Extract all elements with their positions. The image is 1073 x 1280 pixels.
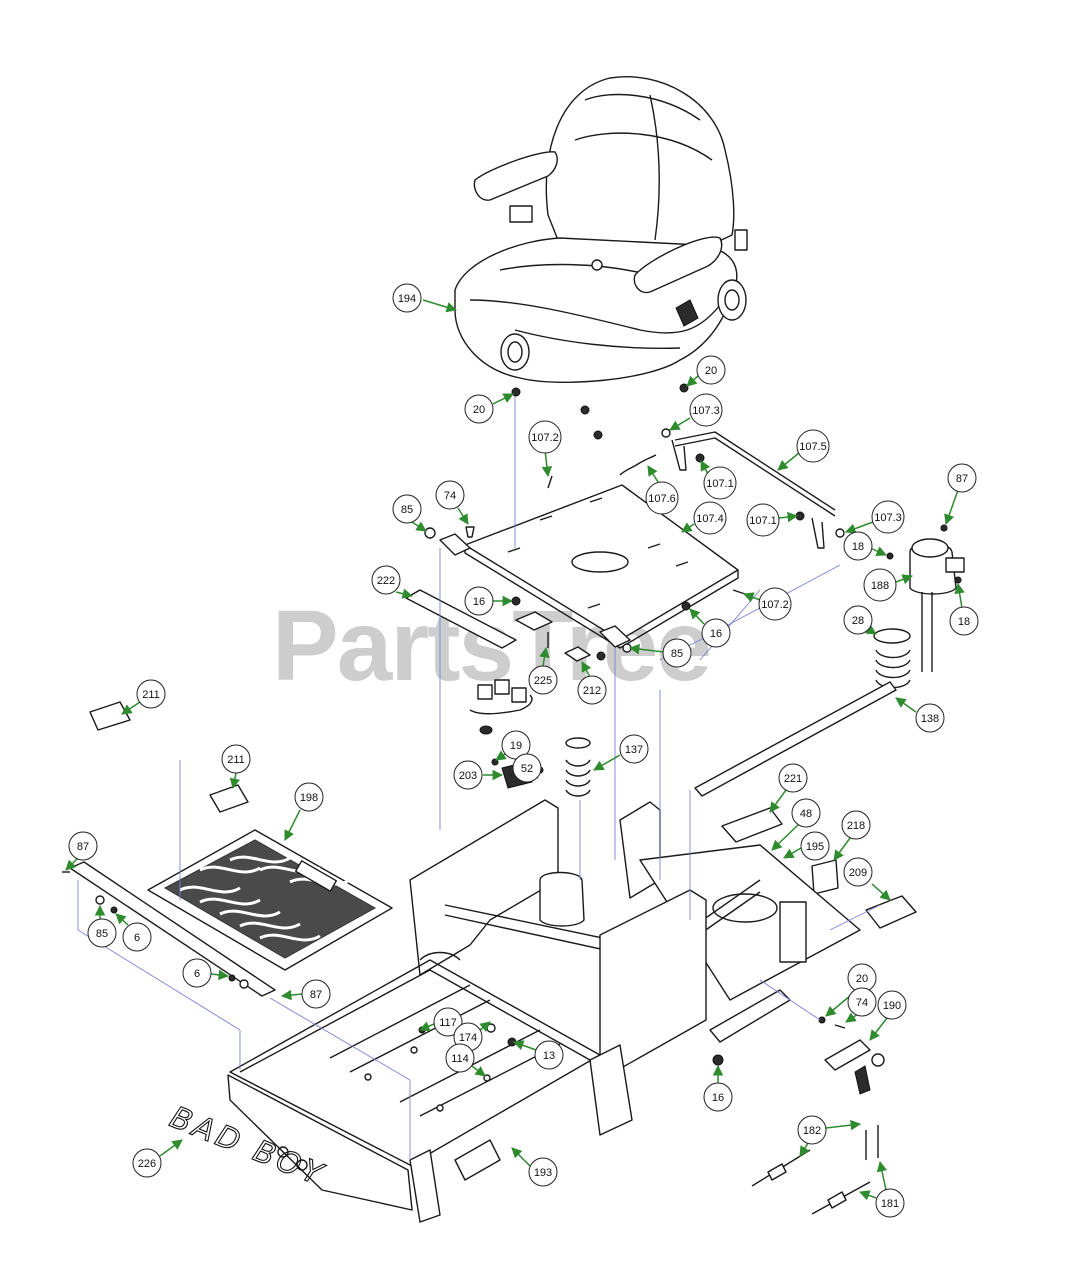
callout-114: 114 (451, 1053, 469, 1065)
callout-193: 193 (534, 1167, 552, 1179)
seat-nuts (511, 383, 689, 440)
callout-13: 13 (543, 1050, 555, 1062)
callout-52: 52 (521, 763, 533, 775)
callout-16-b: 16 (710, 628, 722, 640)
callout-188: 188 (871, 580, 889, 592)
callout-218: 218 (847, 820, 865, 832)
callout-85-c: 85 (96, 928, 108, 940)
callout-18-b: 18 (958, 616, 970, 628)
callout-85-a: 85 (401, 504, 413, 516)
callout-20-c: 20 (856, 973, 868, 985)
footrest-bar (62, 861, 276, 997)
decals-right (721, 807, 917, 929)
seat-plate-assembly (439, 428, 845, 649)
callout-74-a: 74 (444, 490, 456, 502)
callout-221: 221 (784, 773, 802, 785)
callout-6-a: 6 (134, 932, 140, 944)
floor-mat (147, 829, 393, 971)
spring-assembly (565, 628, 911, 797)
callout-107-5: 107.5 (799, 441, 827, 453)
callout-87-c: 87 (310, 989, 322, 1001)
callout-107-2-a: 107.2 (531, 432, 559, 444)
callout-194: 194 (398, 293, 416, 305)
callout-225: 225 (534, 675, 552, 687)
callout-107-3-a: 107.3 (692, 405, 720, 417)
callout-226: 226 (138, 1158, 156, 1170)
callout-87-a: 87 (956, 473, 968, 485)
decals-upper (405, 589, 606, 662)
decals-211 (89, 701, 249, 813)
callout-209: 209 (849, 867, 867, 879)
callout-195: 195 (806, 841, 824, 853)
callout-107-3-b: 107.3 (874, 512, 902, 524)
callout-212: 212 (583, 685, 601, 697)
callout-107-6: 107.6 (648, 493, 676, 505)
callout-198: 198 (300, 792, 318, 804)
callout-107-4: 107.4 (696, 513, 724, 525)
callout-222: 222 (377, 575, 395, 587)
callouts: 194 20 20 107.2 107.3 107.5 107.1 107.6 … (65, 283, 979, 1218)
callout-117: 117 (439, 1017, 457, 1029)
callout-174: 174 (459, 1032, 477, 1044)
callout-107-1-a: 107.1 (706, 478, 734, 490)
callout-211-a: 211 (142, 689, 160, 701)
switch-parts (751, 1039, 885, 1215)
callout-28: 28 (852, 615, 864, 627)
control-assembly (886, 524, 965, 672)
callout-138: 138 (921, 713, 939, 725)
callout-181: 181 (881, 1198, 899, 1210)
callout-20-a: 20 (473, 404, 485, 416)
main-frame (227, 799, 861, 1223)
callout-18-a: 18 (852, 541, 864, 553)
callout-182: 182 (803, 1125, 821, 1137)
callout-87-b: 87 (77, 841, 89, 853)
callout-16-a: 16 (473, 596, 485, 608)
callout-16-c: 16 (712, 1092, 724, 1104)
callout-137: 137 (625, 744, 643, 756)
callout-190: 190 (883, 1000, 901, 1012)
callout-19: 19 (510, 740, 522, 752)
callout-48: 48 (800, 808, 812, 820)
seat-assembly (454, 76, 748, 383)
callout-20-b: 20 (705, 365, 717, 377)
callout-6-b: 6 (194, 968, 200, 980)
callout-107-1-b: 107.1 (749, 515, 777, 527)
callout-211-b: 211 (227, 754, 245, 766)
callout-107-2-b: 107.2 (761, 599, 789, 611)
callout-85-b: 85 (671, 648, 683, 660)
callout-74-b: 74 (856, 997, 868, 1009)
callout-203: 203 (459, 770, 477, 782)
